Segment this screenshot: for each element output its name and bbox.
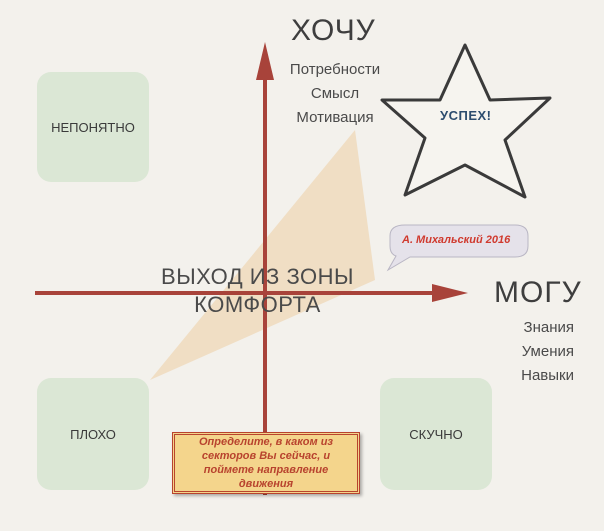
author-label: А. Михальский 2016 [402, 234, 511, 246]
vertical-axis-items: Потребности Смысл Мотивация [270, 58, 400, 130]
tip-text: Определите, в каком из секторов Вы сейча… [198, 436, 334, 490]
success-star-icon [380, 43, 552, 199]
vertical-axis-item: Смысл [310, 85, 360, 102]
sector-top-left: НЕПОНЯТНО [37, 72, 149, 182]
vertical-axis-item: Мотивация [296, 109, 374, 126]
comfort-zone-triangle [150, 130, 375, 380]
comfort-zone-label-line: ВЫХОД ИЗ ЗОНЫ [161, 264, 354, 289]
horizontal-axis-item: Знания [523, 319, 574, 336]
vertical-axis-item: Потребности [289, 61, 381, 78]
horizontal-axis-title: МОГУ [494, 276, 582, 309]
sector-bottom-right-label: СКУЧНО [409, 426, 463, 442]
sector-bottom-right: СКУЧНО [380, 378, 492, 490]
sector-top-left-label: НЕПОНЯТНО [51, 119, 135, 135]
comfort-zone-label-line: КОМФОРТА [194, 292, 321, 317]
horizontal-axis-item: Навыки [521, 367, 574, 384]
success-label: УСПЕХ! [440, 108, 492, 123]
tip-box: Определите, в каком из секторов Вы сейча… [172, 432, 360, 494]
vertical-arrowhead-icon [256, 42, 274, 80]
author-speech-bubble [386, 224, 529, 272]
horizontal-arrowhead-icon [432, 284, 468, 302]
vertical-axis-title: ХОЧУ [291, 14, 376, 47]
horizontal-axis-items: Знания Умения Навыки [480, 316, 574, 388]
horizontal-axis-item: Умения [521, 343, 574, 360]
comfort-zone-label: ВЫХОД ИЗ ЗОНЫ КОМФОРТА [150, 263, 365, 319]
sector-bottom-left-label: ПЛОХО [70, 426, 116, 442]
sector-bottom-left: ПЛОХО [37, 378, 149, 490]
